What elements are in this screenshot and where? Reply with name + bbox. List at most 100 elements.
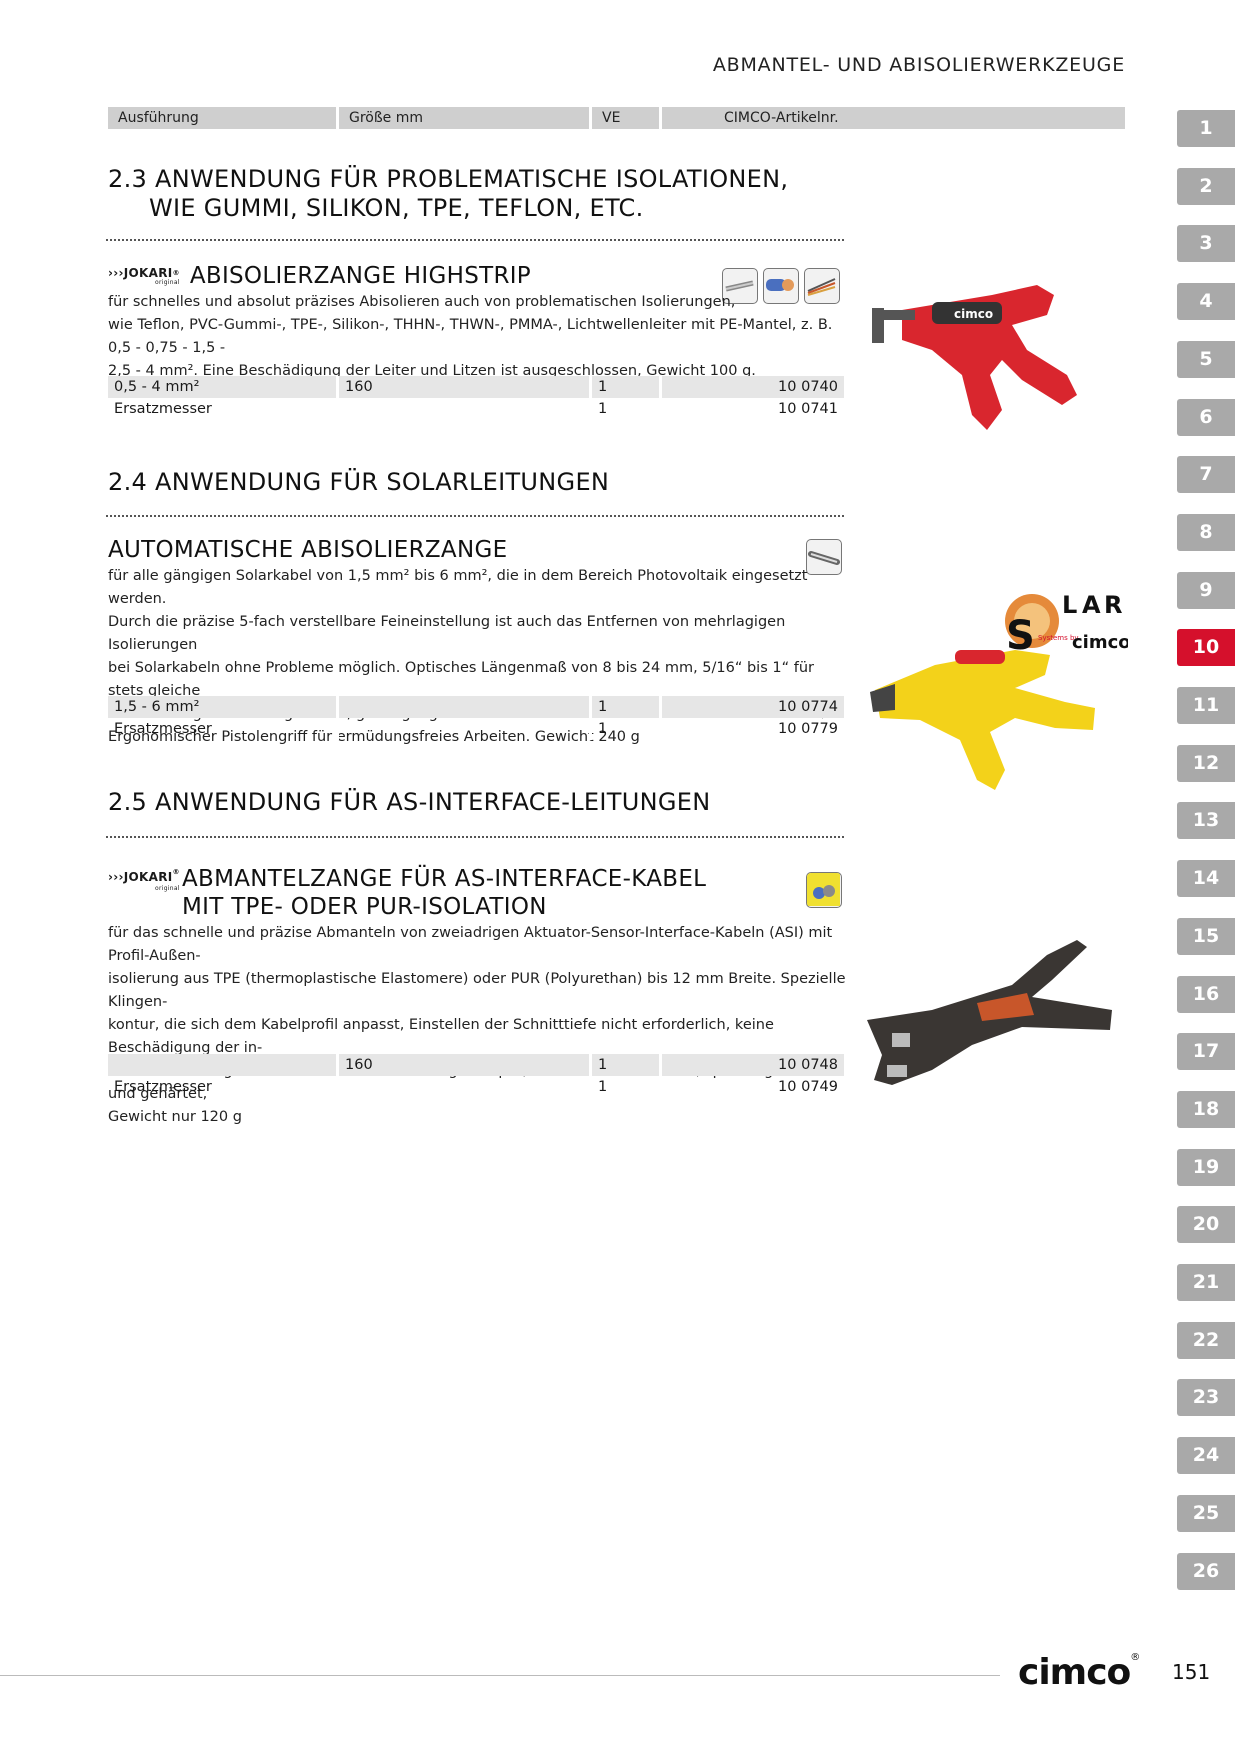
section-title-line: 2.3 ANWENDUNG FÜR PROBLEMATISCHE ISOLATI… [108, 165, 789, 193]
table-row: Ersatzmesser 1 10 0749 [108, 1076, 844, 1098]
desc-line: für schnelles und absolut präzises Abiso… [108, 294, 736, 310]
footer-divider [0, 1675, 1000, 1676]
chapter-tab-15[interactable]: 15 [1177, 917, 1235, 955]
svg-text:L: L [1062, 591, 1077, 619]
as-interface-stripper-image [867, 940, 1112, 1085]
desc-line: für das schnelle und präzise Abmanteln v… [108, 925, 833, 964]
cell-ve: 1 [592, 1076, 662, 1098]
cimco-logo: cimco® [1018, 1652, 1140, 1693]
chapter-tab-17[interactable]: 17 [1177, 1033, 1235, 1071]
product-title-line: ABMANTELZANGE FÜR AS-INTERFACE-KABEL [182, 866, 707, 892]
chapter-tab-6[interactable]: 6 [1177, 398, 1235, 436]
chapter-tab-18[interactable]: 18 [1177, 1090, 1235, 1128]
automatic-stripper-image [870, 650, 1095, 790]
cell-ve: 1 [592, 718, 662, 740]
desc-line: kontur, die sich dem Kabelprofil anpasst… [108, 1017, 774, 1056]
divider [106, 515, 844, 517]
chapter-tab-11[interactable]: 11 [1177, 687, 1235, 724]
divider [106, 239, 844, 241]
cell-ausfuehrung: 0,5 - 4 mm² [108, 376, 339, 398]
chapter-tab-2[interactable]: 2 [1177, 167, 1235, 205]
cell-ausfuehrung: Ersatzmesser [108, 1076, 339, 1098]
cell-ausfuehrung: Ersatzmesser [108, 718, 339, 740]
desc-line: Ergonomischer Pistolengriff für ermüdung… [108, 729, 640, 745]
cell-artikelnr: 10 0749 [778, 1079, 838, 1095]
chapter-tab-26[interactable]: 26 [1177, 1552, 1235, 1590]
chapter-tab-24[interactable]: 24 [1177, 1437, 1235, 1475]
multicore-cable-icon [763, 268, 799, 304]
chapter-tab-21[interactable]: 21 [1177, 1264, 1235, 1301]
cell-artikelnr: 10 0740 [662, 376, 844, 398]
chapter-tab-22[interactable]: 22 [1177, 1321, 1235, 1359]
section-title-2-5: 2.5 ANWENDUNG FÜR AS-INTERFACE-LEITUNGEN [108, 788, 711, 816]
cell-ve: 1 [592, 1054, 662, 1076]
svg-text:cimco: cimco [1072, 632, 1128, 653]
product-heading-highstrip: ›››JOKARI®original ABISOLIERZANGE HIGHST… [108, 262, 531, 290]
col-groesse: Größe mm [339, 107, 592, 129]
table-row: 0,5 - 4 mm² 160 1 10 0740 [108, 376, 844, 398]
table-row: 1,5 - 6 mm² 1 10 0774 [108, 696, 844, 718]
table-row: 160 1 10 0748 [108, 1054, 844, 1076]
cell-groesse: 160 [339, 376, 592, 398]
col-ausfuehrung: Ausführung [108, 107, 339, 129]
chapter-tab-25[interactable]: 25 [1177, 1494, 1235, 1532]
cell-ve: 1 [592, 376, 662, 398]
solar-systems-logo: S L A R Systems by cimco [1005, 591, 1128, 655]
cell-groesse: 160 [339, 1054, 592, 1076]
table-header: Ausführung Größe mm VE CIMCO-Artikelnr. [108, 107, 1125, 129]
cell-ve: 1 [592, 696, 662, 718]
cell-artikelnr: 10 0779 [778, 721, 838, 737]
chapter-tab-8[interactable]: 8 [1177, 513, 1235, 551]
cell-artikelnr: 10 0741 [778, 401, 838, 417]
desc-line: 2,5 - 4 mm². Eine Beschädigung der Leite… [108, 363, 756, 379]
desc-line: bei Solarkabeln ohne Probleme möglich. O… [108, 660, 814, 699]
cell-groesse [339, 398, 592, 420]
chapter-tab-14[interactable]: 14 [1177, 860, 1235, 898]
table-row: Ersatzmesser 1 10 0741 [108, 398, 844, 420]
desc-line: wie Teflon, PVC-Gummi-, TPE-, Silikon-, … [108, 317, 833, 356]
desc-line: Gewicht nur 120 g [108, 1109, 242, 1125]
product-title: ABISOLIERZANGE HIGHSTRIP [189, 263, 531, 289]
product-title: AUTOMATISCHE ABISOLIERZANGE [108, 537, 508, 563]
svg-text:cimco: cimco [954, 307, 993, 321]
page-number: 151 [1172, 1660, 1211, 1684]
jokari-logo: ›››JOKARI®original [108, 265, 180, 286]
chapter-tab-10[interactable]: 10 [1177, 629, 1235, 667]
chapter-tab-7[interactable]: 7 [1177, 456, 1235, 494]
product-title: ABMANTELZANGE FÜR AS-INTERFACE-KABEL MIT… [182, 865, 706, 921]
product-description: für schnelles und absolut präzises Abiso… [108, 291, 848, 383]
col-ve: VE [592, 107, 662, 129]
chapter-tab-4[interactable]: 4 [1177, 283, 1235, 321]
chapter-tab-3[interactable]: 3 [1177, 225, 1235, 263]
cell-groesse [339, 1076, 592, 1098]
chapter-tab-16[interactable]: 16 [1177, 975, 1235, 1013]
jokari-logo: ›››JOKARI®original [108, 868, 180, 892]
chapter-tab-1[interactable]: 1 [1177, 110, 1235, 147]
product-title-line: MIT TPE- ODER PUR-ISOLATION [182, 894, 547, 920]
chapter-tab-20[interactable]: 20 [1177, 1206, 1235, 1244]
svg-text:S: S [1006, 613, 1035, 655]
stranded-wire-icon [804, 268, 840, 304]
cell-ausfuehrung: Ersatzmesser [108, 398, 339, 420]
chapter-tab-5[interactable]: 5 [1177, 340, 1235, 378]
chapter-tab-12[interactable]: 12 [1177, 744, 1235, 782]
svg-text:R: R [1104, 591, 1122, 619]
chapter-header: ABMANTEL- UND ABISOLIERWERKZEUGE [712, 54, 1125, 76]
highstrip-tool-image: cimco [872, 285, 1077, 430]
table-row: Ersatzmesser 1 10 0779 [108, 718, 844, 740]
section-title-2-3: 2.3 ANWENDUNG FÜR PROBLEMATISCHE ISOLATI… [108, 165, 788, 223]
cell-groesse [339, 718, 592, 740]
chapter-tab-13[interactable]: 13 [1177, 802, 1235, 840]
section-title-line: WIE GUMMI, SILIKON, TPE, TEFLON, ETC. [149, 194, 644, 222]
chapter-tab-19[interactable]: 19 [1177, 1148, 1235, 1186]
desc-line: Durch die präzise 5-fach verstellbare Fe… [108, 614, 786, 653]
svg-text:A: A [1082, 591, 1101, 619]
chapter-tab-23[interactable]: 23 [1177, 1379, 1235, 1417]
cell-groesse [339, 696, 592, 718]
as-interface-cable-icon [806, 872, 842, 908]
svg-text:Systems by: Systems by [1038, 634, 1079, 642]
section-title-2-4: 2.4 ANWENDUNG FÜR SOLARLEITUNGEN [108, 468, 610, 496]
desc-line: isolierung aus TPE (thermoplastische Ela… [108, 971, 846, 1010]
cell-artikelnr: 10 0748 [662, 1054, 844, 1076]
chapter-tab-9[interactable]: 9 [1177, 571, 1235, 609]
